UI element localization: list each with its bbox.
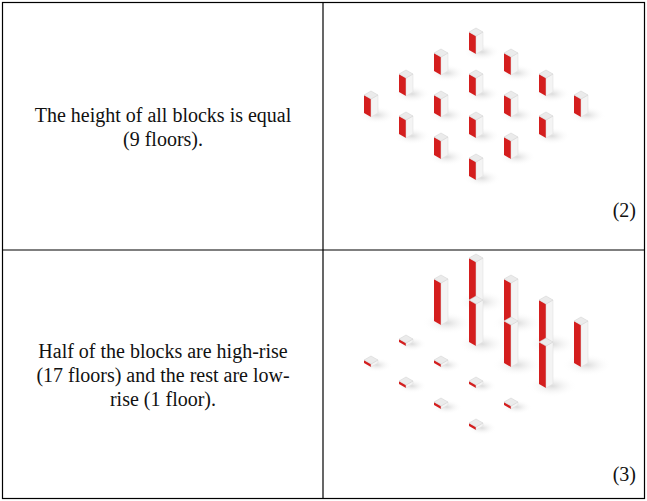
block-face bbox=[504, 321, 511, 367]
block-face bbox=[434, 133, 448, 141]
block-face bbox=[504, 398, 518, 406]
block-face bbox=[469, 300, 476, 346]
block-face bbox=[504, 49, 518, 57]
block-face bbox=[399, 112, 413, 120]
block-face bbox=[504, 91, 518, 99]
block-face bbox=[399, 377, 413, 385]
block-face bbox=[504, 275, 518, 283]
block-face bbox=[504, 133, 518, 141]
block-face bbox=[434, 279, 441, 325]
block-face bbox=[476, 300, 483, 346]
block-face bbox=[469, 296, 483, 304]
block-face bbox=[469, 70, 483, 78]
block-face bbox=[399, 335, 413, 343]
block-face bbox=[469, 419, 483, 427]
block-face bbox=[441, 279, 448, 325]
cell-text: The height of all blocks is equal (9 flo… bbox=[28, 103, 298, 151]
block-face bbox=[574, 321, 581, 367]
block-face bbox=[539, 296, 553, 304]
block-face bbox=[546, 342, 553, 388]
block-face bbox=[364, 356, 378, 364]
block-face bbox=[469, 28, 483, 36]
block-face bbox=[434, 398, 448, 406]
cell-text: Half of the blocks are high-rise (17 flo… bbox=[28, 339, 298, 411]
block-face bbox=[469, 377, 483, 385]
block-face bbox=[469, 154, 483, 162]
block-face bbox=[539, 338, 553, 346]
block-face bbox=[469, 254, 483, 262]
block-face bbox=[434, 275, 448, 283]
block-face bbox=[469, 112, 483, 120]
block-face bbox=[539, 70, 553, 78]
block-face bbox=[511, 321, 518, 367]
block-face bbox=[434, 49, 448, 57]
block-face bbox=[539, 342, 546, 388]
block-face bbox=[434, 356, 448, 364]
block-face bbox=[574, 317, 588, 325]
block-grid-equal bbox=[359, 28, 606, 187]
block-face bbox=[504, 317, 518, 325]
block-face bbox=[574, 91, 588, 99]
row-rule bbox=[3, 249, 645, 250]
block-face bbox=[434, 91, 448, 99]
figure-number: (3) bbox=[613, 462, 636, 486]
block-face bbox=[581, 321, 588, 367]
block-face bbox=[399, 70, 413, 78]
block-face bbox=[364, 91, 378, 99]
block-face bbox=[539, 112, 553, 120]
block-grid-mixed bbox=[362, 254, 611, 435]
table-border bbox=[3, 3, 645, 499]
figure-number: (2) bbox=[613, 198, 636, 222]
